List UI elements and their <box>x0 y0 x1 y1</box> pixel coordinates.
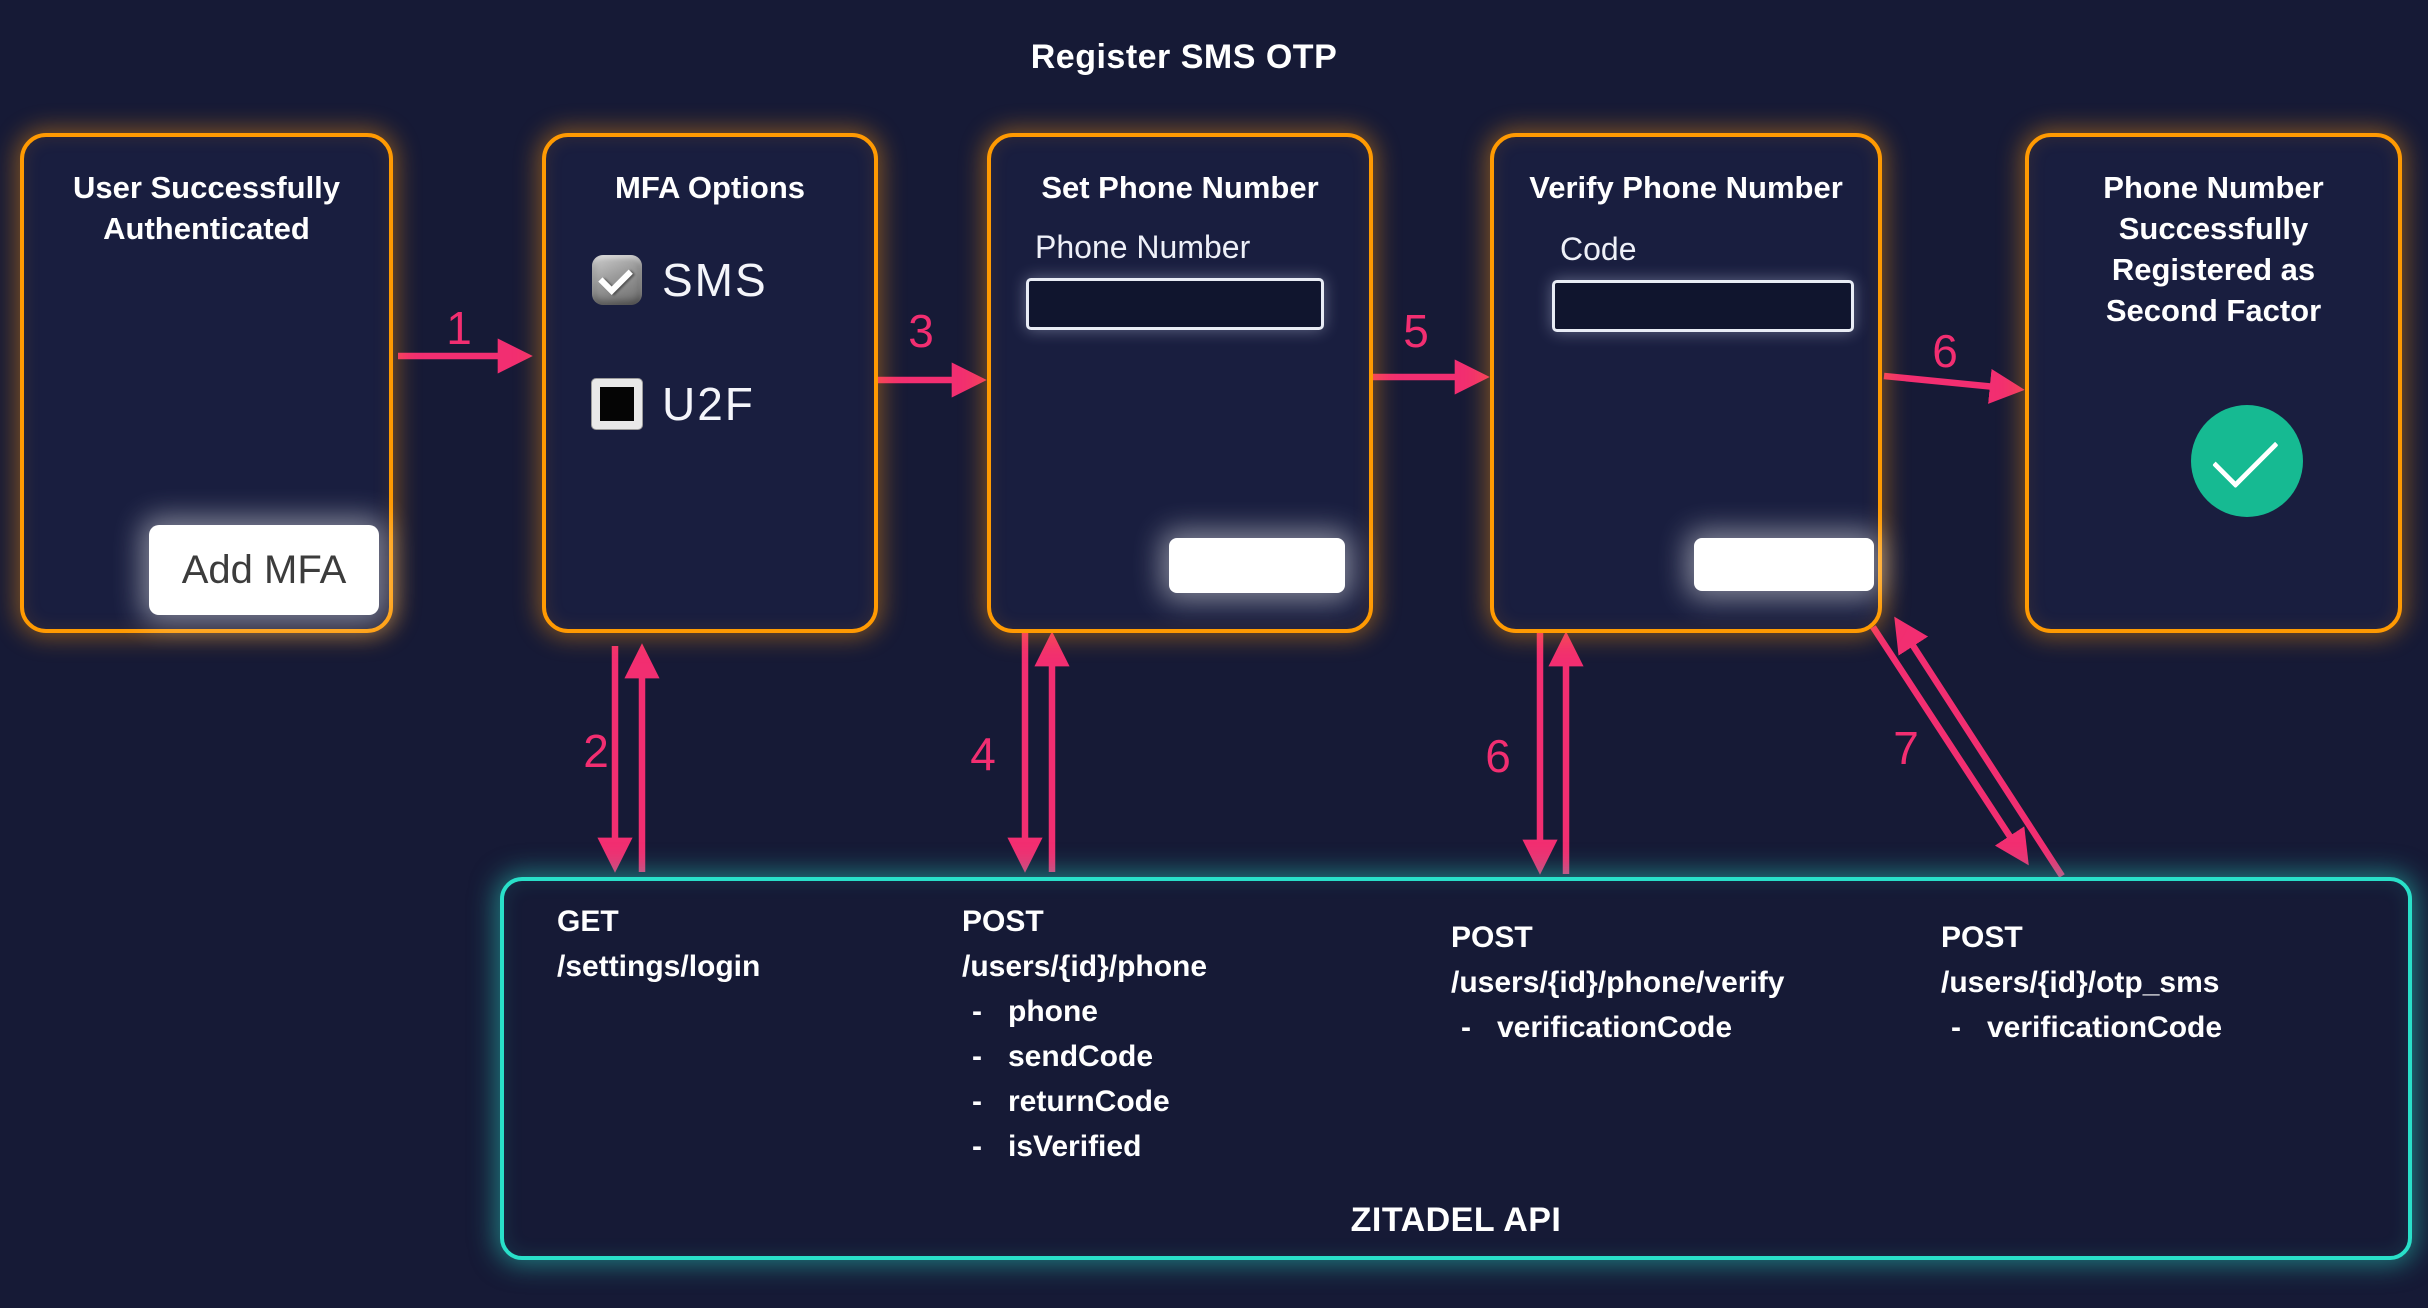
add-mfa-button-label: Add MFA <box>181 547 347 592</box>
box-title-phone-registered: Phone Number Successfully Registered as … <box>2103 170 2324 328</box>
mfa-option-sms: SMS <box>592 253 768 307</box>
endpoint-param: - sendCode <box>962 1034 1207 1079</box>
step-label-2: 2 <box>583 725 609 777</box>
param-name: sendCode <box>1008 1040 1154 1073</box>
box-title-verify-phone-number: Verify Phone Number <box>1529 170 1843 205</box>
verify-phone-submit-button[interactable] <box>1694 538 1874 591</box>
endpoint-method: GET <box>557 905 619 938</box>
endpoint-path: /settings/login <box>557 950 761 983</box>
step-label-6-vertical: 6 <box>1485 730 1511 782</box>
box-title-mfa-options: MFA Options <box>615 170 805 205</box>
endpoint-param: - phone <box>962 989 1207 1034</box>
step-label-1: 1 <box>446 302 472 354</box>
endpoint-param: - isVerified <box>962 1124 1207 1169</box>
sms-option-label: SMS <box>662 254 768 306</box>
success-circle <box>2191 405 2303 517</box>
add-mfa-button[interactable]: Add MFA <box>149 525 379 615</box>
phone-number-field-label: Phone Number <box>1035 229 1251 265</box>
zitadel-api-box: GET /settings/login POST /users/{id}/pho… <box>500 877 2412 1260</box>
sms-checkbox[interactable] <box>592 255 642 305</box>
param-bullet: - <box>972 1040 982 1073</box>
step-label-3: 3 <box>908 305 934 357</box>
code-field-label: Code <box>1560 231 1637 267</box>
endpoint-param: - verificationCode <box>1451 1005 1784 1050</box>
zitadel-api-label: ZITADEL API <box>1350 1201 1562 1239</box>
success-check-icon <box>2211 421 2279 488</box>
box-title-set-phone-number: Set Phone Number <box>1041 170 1319 205</box>
endpoint-post-users-phone: POST /users/{id}/phone - phone - sendCod… <box>962 899 1207 1169</box>
endpoint-method: POST <box>1941 921 2023 954</box>
endpoint-method: POST <box>962 905 1044 938</box>
endpoint-path: /users/{id}/phone/verify <box>1451 966 1785 999</box>
box-set-phone-number: Set Phone Number Phone Number <box>987 133 1373 633</box>
box-mfa-options: MFA Options SMS U2F <box>542 133 878 633</box>
param-name: phone <box>1008 995 1098 1028</box>
param-bullet: - <box>972 995 982 1028</box>
param-bullet: - <box>1951 1011 1961 1044</box>
param-name: verificationCode <box>1497 1011 1733 1044</box>
endpoint-param: - returnCode <box>962 1079 1207 1124</box>
param-name: returnCode <box>1008 1085 1170 1118</box>
step-label-6-horizontal: 6 <box>1932 325 1958 377</box>
param-bullet: - <box>1461 1011 1471 1044</box>
checkmark-icon <box>598 259 633 295</box>
endpoint-method: POST <box>1451 921 1533 954</box>
box-title-user-authenticated: User Successfully Authenticated <box>72 170 341 246</box>
param-bullet: - <box>972 1130 982 1163</box>
param-name: isVerified <box>1008 1130 1142 1163</box>
u2f-option-label: U2F <box>662 378 755 430</box>
phone-number-input[interactable] <box>1026 278 1324 330</box>
endpoint-post-phone-verify: POST /users/{id}/phone/verify - verifica… <box>1451 915 1784 1050</box>
param-bullet: - <box>972 1085 982 1118</box>
endpoint-get-settings-login: GET /settings/login <box>557 899 760 989</box>
code-input[interactable] <box>1552 280 1854 332</box>
box-user-authenticated: User Successfully Authenticated Add MFA <box>20 133 393 633</box>
endpoint-path: /users/{id}/phone <box>962 950 1208 983</box>
param-name: verificationCode <box>1987 1011 2223 1044</box>
page-title: Register SMS OTP <box>1030 38 1338 76</box>
step-label-5: 5 <box>1403 305 1429 357</box>
endpoint-path: /users/{id}/otp_sms <box>1941 966 2220 999</box>
step-label-4: 4 <box>970 728 996 780</box>
arrow-step-7-up <box>1894 616 2065 878</box>
endpoint-post-otp-sms: POST /users/{id}/otp_sms - verificationC… <box>1941 915 2222 1050</box>
endpoint-param: - verificationCode <box>1941 1005 2222 1050</box>
set-phone-submit-button[interactable] <box>1169 538 1345 593</box>
box-phone-registered: Phone Number Successfully Registered as … <box>2025 133 2402 633</box>
box-verify-phone-number: Verify Phone Number Code <box>1490 133 1882 633</box>
u2f-checkbox[interactable] <box>592 379 642 429</box>
mfa-option-u2f: U2F <box>592 377 755 431</box>
step-label-7: 7 <box>1893 722 1919 774</box>
